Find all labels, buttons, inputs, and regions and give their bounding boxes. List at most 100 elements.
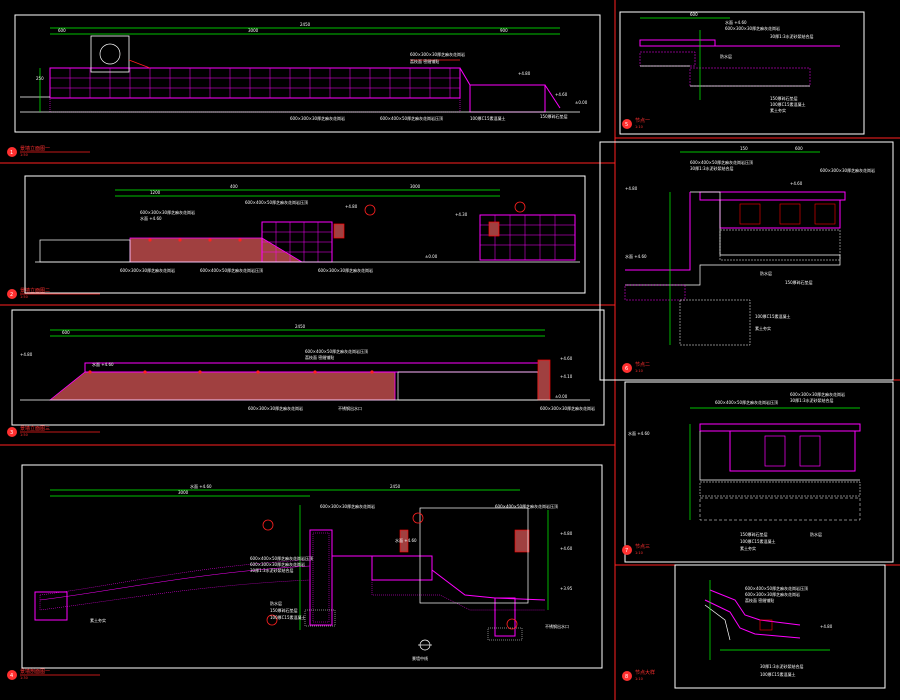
svg-text:+4.80: +4.80	[560, 531, 573, 536]
svg-text:荔枝面 密缝铺贴: 荔枝面 密缝铺贴	[745, 597, 774, 603]
svg-text:600×400×50厚芝麻灰花岗岩压顶: 600×400×50厚芝麻灰花岗岩压顶	[745, 585, 808, 591]
svg-text:2450: 2450	[390, 484, 401, 489]
svg-text:100厚C15素混凝土: 100厚C15素混凝土	[760, 671, 796, 677]
svg-text:600: 600	[795, 146, 803, 151]
svg-text:+4.30: +4.30	[455, 212, 468, 217]
panel-detail-8: 600×400×50厚芝麻灰花岗岩压顶 600×300×30厚芝麻灰花岗岩 荔枝…	[622, 564, 886, 689]
panel-detail-7: 600×400×50厚芝麻灰花岗岩压顶 600×300×30厚芝麻灰花岗岩 30…	[622, 381, 894, 563]
svg-text:+4.80: +4.80	[820, 624, 833, 629]
panel-title: 节点三	[635, 544, 650, 550]
svg-text:荔枝面 密缝铺贴: 荔枝面 密缝铺贴	[305, 354, 334, 360]
svg-text:600×300×30厚芝麻灰花岗岩: 600×300×30厚芝麻灰花岗岩	[318, 267, 373, 273]
panel-elevation-3: 2450 600 水面 +4.60 600×400×50厚芝麻灰花岗岩压顶 荔枝…	[7, 309, 605, 437]
svg-text:30厚1:3水泥砂浆结合层: 30厚1:3水泥砂浆结合层	[690, 165, 734, 171]
center-mark: 景墙中线	[412, 655, 428, 661]
detail-callout-box	[90, 35, 130, 73]
svg-text:600×300×30厚芝麻灰花岗岩: 600×300×30厚芝麻灰花岗岩	[745, 591, 800, 597]
svg-text:5: 5	[625, 122, 628, 128]
svg-text:150厚碎石垫层: 150厚碎石垫层	[740, 531, 768, 537]
panel-title: 景墙立面图三	[20, 425, 50, 432]
panel-title: 景墙剖面图一	[20, 668, 50, 675]
svg-text:1:50: 1:50	[20, 433, 28, 437]
svg-text:4: 4	[10, 673, 13, 679]
svg-text:100厚C15素混凝土: 100厚C15素混凝土	[470, 115, 506, 121]
svg-text:600×400×50厚芝麻灰花岗岩压顶: 600×400×50厚芝麻灰花岗岩压顶	[495, 503, 558, 509]
svg-text:1:10: 1:10	[635, 677, 643, 681]
svg-text:不锈钢出水口: 不锈钢出水口	[545, 623, 569, 629]
svg-text:+4.80: +4.80	[345, 204, 358, 209]
svg-text:600×300×30厚芝麻灰花岗岩: 600×300×30厚芝麻灰花岗岩	[250, 561, 305, 567]
svg-text:600×300×30厚芝麻灰花岗岩: 600×300×30厚芝麻灰花岗岩	[248, 405, 303, 411]
svg-text:水面 +4.60: 水面 +4.60	[190, 483, 212, 489]
svg-text:600×400×50厚芝麻灰花岗岩压顶: 600×400×50厚芝麻灰花岗岩压顶	[715, 399, 778, 405]
svg-text:+4.80: +4.80	[518, 71, 531, 76]
svg-text:素土夯实: 素土夯实	[770, 107, 786, 113]
svg-text:3000: 3000	[248, 28, 259, 33]
svg-text:防水层: 防水层	[720, 53, 732, 59]
svg-text:+3.95: +3.95	[560, 586, 573, 591]
svg-text:600×300×30厚芝麻灰花岗岩: 600×300×30厚芝麻灰花岗岩	[120, 267, 175, 273]
svg-text:600×300×30厚芝麻灰花岗岩: 600×300×30厚芝麻灰花岗岩	[540, 405, 595, 411]
svg-text:±0.00: ±0.00	[425, 254, 438, 259]
svg-text:+4.60: +4.60	[555, 92, 568, 97]
svg-text:600×400×50厚芝麻灰花岗岩压顶: 600×400×50厚芝麻灰花岗岩压顶	[245, 199, 308, 205]
annotation: 600×300×30厚芝麻灰花岗岩	[410, 51, 465, 57]
svg-text:600: 600	[690, 12, 698, 17]
svg-text:100厚C15素混凝土: 100厚C15素混凝土	[740, 538, 776, 544]
svg-text:水面 +4.60: 水面 +4.60	[140, 215, 162, 221]
svg-text:荔枝面 密缝铺贴: 荔枝面 密缝铺贴	[410, 58, 439, 64]
svg-text:30厚1:3水泥砂浆结合层: 30厚1:3水泥砂浆结合层	[760, 663, 804, 669]
svg-text:150厚碎石垫层: 150厚碎石垫层	[540, 113, 568, 119]
panel-number-badge	[7, 147, 17, 157]
svg-text:600×300×30厚芝麻灰花岗岩: 600×300×30厚芝麻灰花岗岩	[140, 209, 195, 215]
svg-text:600: 600	[62, 330, 70, 335]
svg-text:150厚碎石垫层: 150厚碎石垫层	[785, 279, 813, 285]
panel-title: 景墙立面图一	[20, 145, 50, 152]
svg-text:3: 3	[10, 430, 13, 436]
svg-text:+4.60: +4.60	[560, 356, 573, 361]
svg-text:600×300×30厚芝麻灰花岗岩: 600×300×30厚芝麻灰花岗岩	[820, 167, 875, 173]
svg-text:250: 250	[36, 76, 44, 81]
svg-text:600×400×50厚芝麻灰花岗岩压顶: 600×400×50厚芝麻灰花岗岩压顶	[380, 115, 443, 121]
svg-text:水面 +4.60: 水面 +4.60	[628, 430, 650, 436]
svg-text:30厚1:3水泥砂浆结合层: 30厚1:3水泥砂浆结合层	[250, 567, 294, 573]
svg-text:+4.80: +4.80	[625, 186, 638, 191]
svg-text:1:30: 1:30	[20, 676, 28, 680]
svg-text:150厚碎石垫层: 150厚碎石垫层	[270, 607, 298, 613]
panel-title: 节点一	[635, 118, 650, 124]
svg-text:水面 +4.60: 水面 +4.60	[725, 19, 747, 25]
total-dim: 2450	[300, 22, 311, 27]
svg-text:素土夯实: 素土夯实	[755, 325, 771, 331]
svg-text:7: 7	[625, 548, 628, 554]
svg-text:600×400×50厚芝麻灰花岗岩压顶: 600×400×50厚芝麻灰花岗岩压顶	[690, 159, 753, 165]
svg-text:400: 400	[230, 184, 238, 189]
svg-text:1:50: 1:50	[20, 295, 28, 299]
svg-text:30厚1:3水泥砂浆结合层: 30厚1:3水泥砂浆结合层	[770, 33, 814, 39]
svg-text:防水层: 防水层	[760, 270, 772, 276]
svg-text:+4.10: +4.10	[560, 374, 573, 379]
svg-text:150: 150	[740, 146, 748, 151]
svg-text:100厚C15素混凝土: 100厚C15素混凝土	[755, 313, 791, 319]
svg-text:+4.60: +4.60	[790, 181, 803, 186]
svg-text:1:10: 1:10	[635, 551, 643, 555]
svg-text:600×400×50厚芝麻灰花岗岩压顶: 600×400×50厚芝麻灰花岗岩压顶	[305, 348, 368, 354]
svg-text:不锈钢出水口: 不锈钢出水口	[338, 405, 362, 411]
svg-text:150厚碎石垫层: 150厚碎石垫层	[770, 95, 798, 101]
panel-detail-6: 150 600 600×400×50厚芝麻灰花岗岩压顶 30厚1:3水泥砂浆结合…	[599, 141, 894, 381]
panel-elevation-2: 400 3000 1200 600×300×30厚芝麻灰花岗岩 水面 +4.60…	[7, 175, 586, 299]
svg-text:素土夯实: 素土夯实	[90, 617, 106, 623]
panel-detail-5: 600 水面 +4.60 600×300×30厚芝麻灰花岗岩 30厚1:3水泥砂…	[619, 11, 865, 135]
svg-text:100厚C15素混凝土: 100厚C15素混凝土	[770, 101, 806, 107]
svg-text:600×300×30厚芝麻灰花岗岩: 600×300×30厚芝麻灰花岗岩	[790, 391, 845, 397]
svg-text:水面 +4.60: 水面 +4.60	[625, 253, 647, 259]
svg-text:600×300×30厚芝麻灰花岗岩: 600×300×30厚芝麻灰花岗岩	[725, 25, 780, 31]
svg-text:100厚C15素混凝土: 100厚C15素混凝土	[270, 614, 306, 620]
svg-text:600×300×30厚芝麻灰花岗岩: 600×300×30厚芝麻灰花岗岩	[320, 503, 375, 509]
svg-text:1:10: 1:10	[635, 125, 643, 129]
svg-text:600: 600	[58, 28, 66, 33]
svg-text:2450: 2450	[295, 324, 306, 329]
svg-text:3000: 3000	[178, 490, 189, 495]
svg-text:±0.00: ±0.00	[575, 100, 588, 105]
svg-text:1:50: 1:50	[20, 153, 28, 157]
